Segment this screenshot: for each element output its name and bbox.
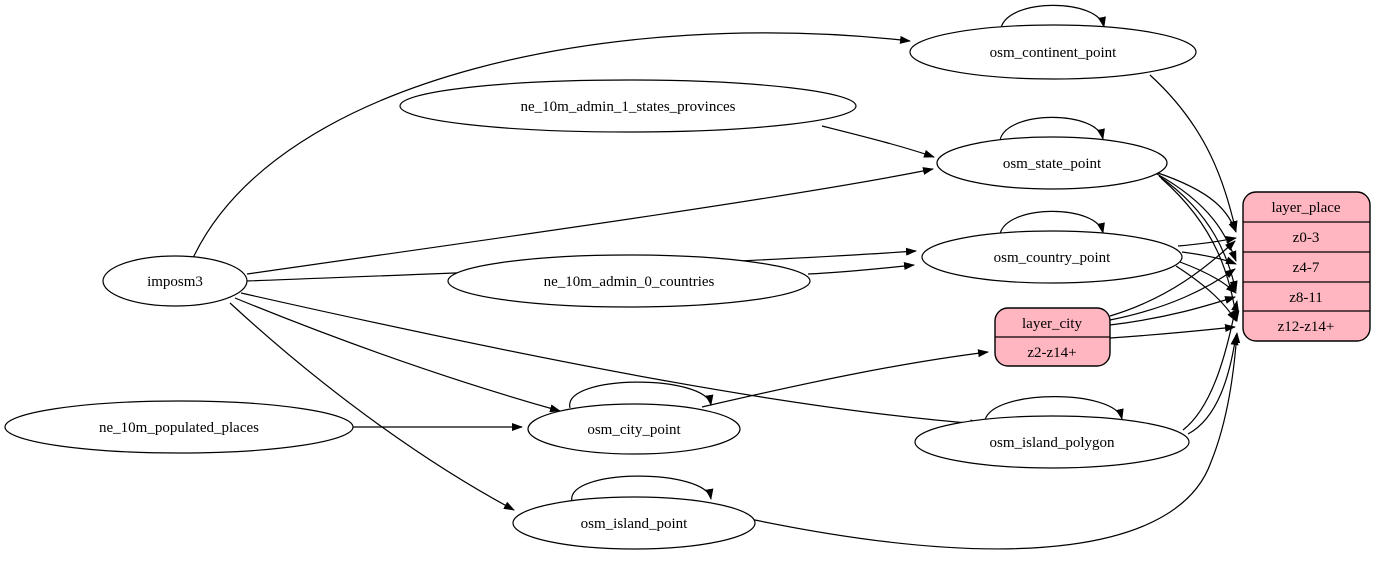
node-ne_10m_admin_0_countries: ne_10m_admin_0_countries bbox=[447, 254, 811, 308]
edge-imposm3-osm_city_point bbox=[234, 297, 561, 413]
node-ne_10m_admin_1_states_provinces: ne_10m_admin_1_states_provinces bbox=[399, 79, 857, 133]
edge-imposm3-osm_island_point bbox=[229, 302, 515, 511]
node-ne_10m_admin_0_countries-shape bbox=[447, 254, 811, 308]
node-osm_island_point-label: osm_island_point bbox=[581, 516, 689, 532]
edge-loop-osm_country_point bbox=[999, 210, 1105, 235]
edge-ne_10m_admin_1_states_provinces-osm_state_point bbox=[821, 125, 935, 158]
record-layer_place-title: layer_place bbox=[1271, 200, 1340, 216]
edge-loop-osm_island_point bbox=[571, 475, 714, 503]
node-osm_island_polygon-shape bbox=[914, 415, 1190, 469]
record-layer_place-row-z4-7: z4-7 bbox=[1293, 260, 1320, 276]
edge-loop-osm_state_point bbox=[999, 116, 1105, 141]
edge-osm_island_polygon-layer_place-z8-11 bbox=[1182, 300, 1239, 431]
edge-loop-osm_continent_point bbox=[1000, 4, 1106, 29]
node-imposm3: imposm3 bbox=[102, 255, 248, 307]
edge-osm_continent_point-layer_place-z0-3 bbox=[1149, 74, 1238, 232]
edge-osm_country_point-layer_place-z0-3 bbox=[1177, 236, 1237, 247]
record-layer_place-row-z0-3: z0-3 bbox=[1293, 230, 1320, 246]
node-osm_city_point-label: osm_city_point bbox=[587, 422, 681, 438]
edge-loop-osm_city_point bbox=[569, 381, 714, 409]
edge-loop-osm_island_polygon bbox=[984, 396, 1124, 421]
node-osm_state_point-label: osm_state_point bbox=[1003, 156, 1102, 172]
edge-layer_city-layer_place-z0-3 bbox=[1109, 240, 1236, 317]
edge-layer_city-layer_place-z4-7 bbox=[1109, 268, 1236, 321]
node-ne_10m_admin_1_states_provinces-label: ne_10m_admin_1_states_provinces bbox=[521, 99, 736, 115]
record-layer_city-row-z2-z14: z2-z14+ bbox=[1027, 345, 1076, 361]
node-osm_city_point-shape bbox=[527, 403, 741, 455]
node-osm_country_point-shape bbox=[921, 230, 1183, 284]
node-osm_island_polygon: osm_island_polygon bbox=[914, 415, 1190, 469]
node-osm_island_point-shape bbox=[512, 496, 756, 550]
edge-imposm3-osm_island_polygon bbox=[240, 292, 981, 428]
edge-layer_city-layer_place-z8-11 bbox=[1109, 296, 1236, 326]
node-osm_island_polygon-label: osm_island_polygon bbox=[989, 435, 1115, 451]
node-osm_state_point-shape bbox=[936, 136, 1168, 190]
node-osm_island_point: osm_island_point bbox=[512, 496, 756, 550]
node-osm_continent_point-shape bbox=[909, 24, 1197, 80]
edge-osm_city_point-layer_city-z2-z14 bbox=[701, 349, 989, 408]
node-ne_10m_admin_0_countries-label: ne_10m_admin_0_countries bbox=[544, 274, 715, 290]
edge-imposm3-osm_continent_point bbox=[192, 32, 911, 259]
node-ne_10m_populated_places-label: ne_10m_populated_places bbox=[99, 420, 259, 436]
edge-osm_state_point-layer_place-z4-7 bbox=[1156, 173, 1237, 262]
node-ne_10m_populated_places: ne_10m_populated_places bbox=[4, 400, 354, 454]
record-layer_place-row-z12-z14: z12-z14+ bbox=[1278, 319, 1335, 335]
node-osm_city_point: osm_city_point bbox=[527, 403, 741, 455]
record-layer_place-shape bbox=[1242, 191, 1371, 342]
edge-osm_country_point-layer_place-z12-z14 bbox=[1175, 265, 1237, 322]
node-imposm3-shape bbox=[102, 255, 248, 307]
record-layer_place-row-z8-11: z8-11 bbox=[1289, 290, 1323, 306]
edge-group bbox=[192, 4, 1241, 550]
edge-osm_state_point-layer_place-z0-3 bbox=[1154, 171, 1237, 233]
edge-ne_10m_admin_0_countries-osm_country_point bbox=[807, 262, 915, 275]
node-imposm3-label: imposm3 bbox=[147, 274, 203, 290]
record-layer_place: layer_place z0-3 z4-7 z8-11 z12-z14+ bbox=[1242, 191, 1371, 342]
edge-layer_city-layer_place-z12-z14 bbox=[1109, 324, 1236, 339]
node-osm_state_point: osm_state_point bbox=[936, 136, 1168, 190]
node-osm_country_point: osm_country_point bbox=[921, 230, 1183, 284]
node-osm_continent_point-label: osm_continent_point bbox=[990, 45, 1117, 61]
node-ne_10m_admin_1_states_provinces-shape bbox=[399, 79, 857, 133]
record-layer_city-title: layer_city bbox=[1022, 316, 1082, 332]
node-osm_continent_point: osm_continent_point bbox=[909, 24, 1197, 80]
edge-imposm3-osm_state_point bbox=[246, 167, 934, 275]
node-ne_10m_populated_places-shape bbox=[4, 400, 354, 454]
edge-osm_state_point-layer_place-z8-11 bbox=[1158, 175, 1238, 292]
record-layer_city: layer_city z2-z14+ bbox=[994, 307, 1111, 367]
edge-osm_country_point-layer_place-z8-11 bbox=[1179, 261, 1237, 294]
edge-osm_island_point-layer_place-z12-z14 bbox=[749, 332, 1241, 550]
edge-osm_island_polygon-layer_place-z12-z14 bbox=[1187, 334, 1239, 435]
node-osm_country_point-label: osm_country_point bbox=[994, 250, 1111, 266]
